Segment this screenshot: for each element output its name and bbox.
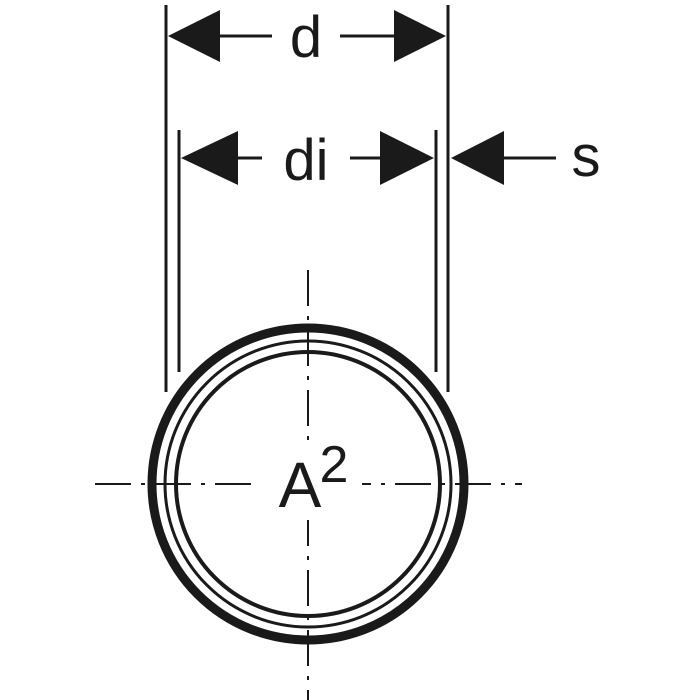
area-label: A 2: [256, 436, 362, 521]
arrow-di-left: [181, 131, 238, 185]
pipe-inner-wall: [174, 350, 442, 618]
area-label-mask: [256, 440, 362, 520]
pipe-cross-section: [147, 323, 469, 645]
pipe-middle-ring: [163, 339, 453, 629]
label-area-exponent: 2: [320, 436, 349, 494]
arrow-d-right: [394, 10, 446, 62]
dimension-di: di: [181, 128, 434, 193]
label-d: d: [290, 5, 322, 70]
label-area: A: [279, 449, 322, 521]
dimension-s: s: [451, 124, 601, 189]
label-s: s: [572, 124, 601, 189]
label-area-base: A: [279, 449, 322, 521]
dimension-d: d: [168, 5, 446, 70]
label-di: di: [283, 128, 328, 193]
arrow-di-right: [380, 131, 434, 185]
arrow-s: [451, 131, 504, 185]
pipe-outer-wall: [147, 323, 469, 645]
arrow-d-left: [168, 10, 220, 62]
